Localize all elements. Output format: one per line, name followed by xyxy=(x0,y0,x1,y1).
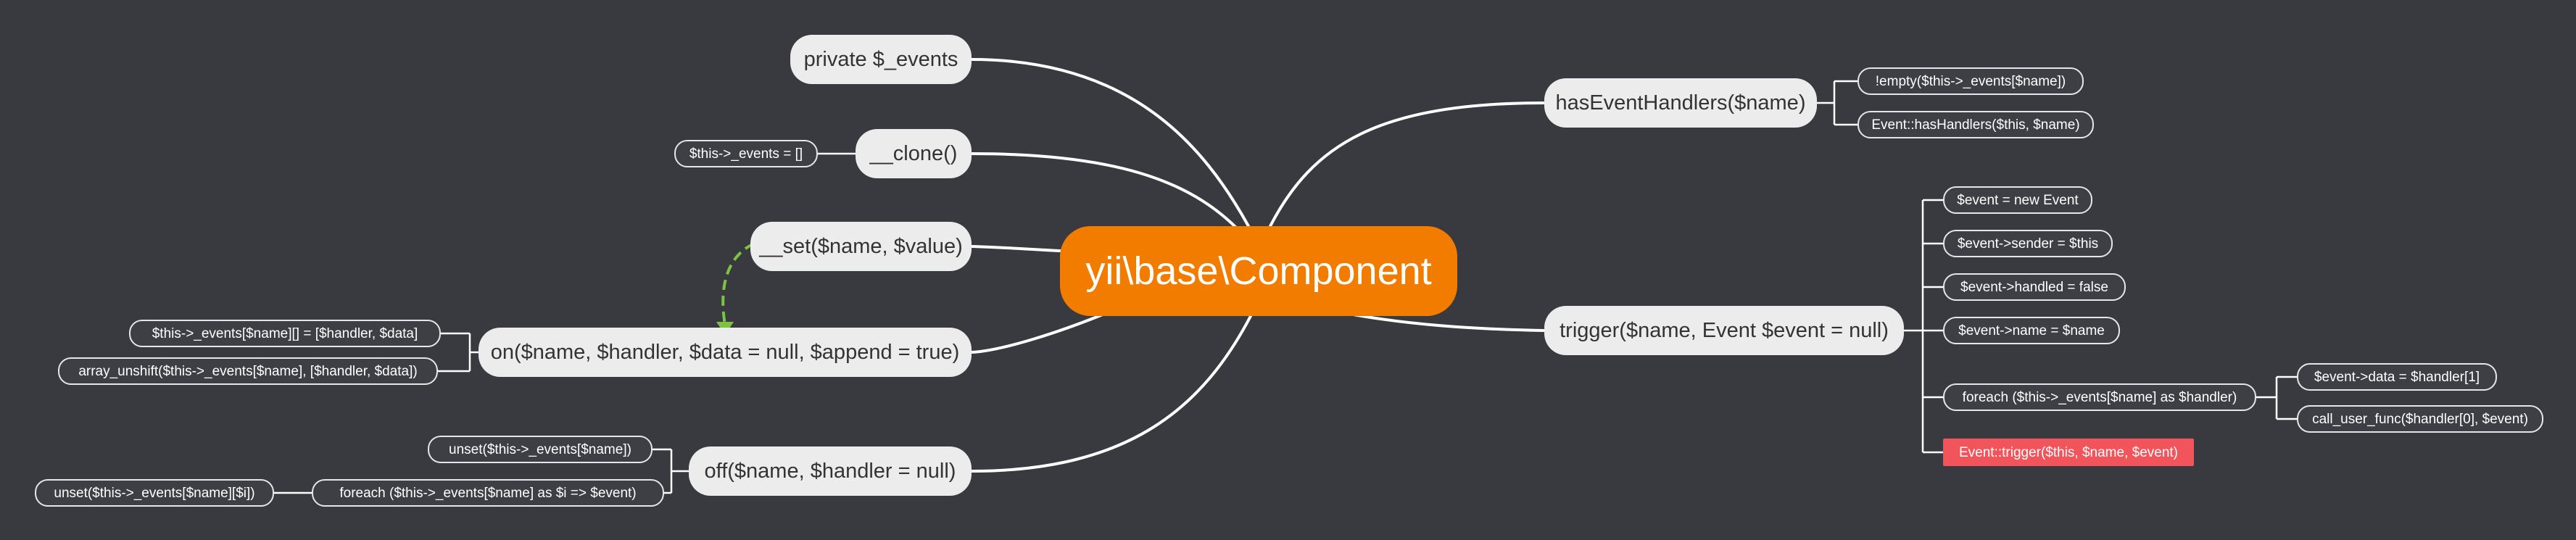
connector-trigger-children xyxy=(1904,199,1943,454)
connector-root-has-handlers xyxy=(1269,101,1546,228)
leaf-on-unshift[interactable]: array_unshift($this->_events[$name], [$h… xyxy=(58,357,438,385)
leaf-trigger-name[interactable]: $event->name = $name xyxy=(1943,317,2120,344)
connector-root-off xyxy=(970,315,1252,473)
leaf-trigger-foreach[interactable]: foreach ($this->_events[$name] as $handl… xyxy=(1943,383,2256,411)
root-topic[interactable]: yii\base\Component xyxy=(1060,226,1457,316)
leaf-foreach-event-data[interactable]: $event->data = $handler[1] xyxy=(2297,363,2497,391)
connector-root-trigger xyxy=(1344,312,1546,332)
connector-root-on xyxy=(970,306,1122,354)
leaf-off-foreach[interactable]: foreach ($this->_events[$name] as $i => … xyxy=(312,479,664,507)
connector-on-children xyxy=(438,332,479,373)
topic-trigger[interactable]: trigger($name, Event $event = null) xyxy=(1544,306,1904,355)
topic-private-events[interactable]: private $_events xyxy=(790,35,972,84)
topic-off[interactable]: off($name, $handler = null) xyxy=(689,446,972,496)
leaf-off-unset-one[interactable]: unset($this->_events[$name][$i]) xyxy=(35,479,274,507)
connector-root-set xyxy=(970,245,1061,252)
leaf-clone-events-reset[interactable]: $this->_events = [] xyxy=(674,140,818,167)
connector-has-handlers-children xyxy=(1817,80,1858,126)
relationship-arrow xyxy=(721,242,755,325)
topic-has-event-handlers[interactable]: hasEventHandlers($name) xyxy=(1544,78,1817,128)
connector-root-private-events xyxy=(970,58,1250,228)
connector-root-clone xyxy=(970,152,1238,229)
connector-off-children xyxy=(653,448,689,494)
leaf-trigger-new-event[interactable]: $event = new Event xyxy=(1943,186,2092,214)
leaf-trigger-class-event[interactable]: Event::trigger($this, $name, $event) xyxy=(1943,439,2194,466)
leaf-on-append[interactable]: $this->_events[$name][] = [$handler, $da… xyxy=(129,320,441,347)
topic-set[interactable]: __set($name, $value) xyxy=(750,222,972,271)
leaf-trigger-handled[interactable]: $event->handled = false xyxy=(1943,273,2126,301)
leaf-has-handlers-event-check[interactable]: Event::hasHandlers($this, $name) xyxy=(1858,111,2094,138)
leaf-trigger-sender[interactable]: $event->sender = $this xyxy=(1943,230,2113,257)
leaf-foreach-call-handler[interactable]: call_user_func($handler[0], $event) xyxy=(2297,405,2543,433)
topic-on[interactable]: on($name, $handler, $data = null, $appen… xyxy=(479,328,972,377)
topic-clone[interactable]: __clone() xyxy=(856,129,972,178)
leaf-has-handlers-empty-check[interactable]: !empty($this->_events[$name]) xyxy=(1858,67,2084,95)
connector-trigger-foreach-children xyxy=(2256,375,2297,420)
leaf-off-unset-all[interactable]: unset($this->_events[$name]) xyxy=(428,436,653,463)
